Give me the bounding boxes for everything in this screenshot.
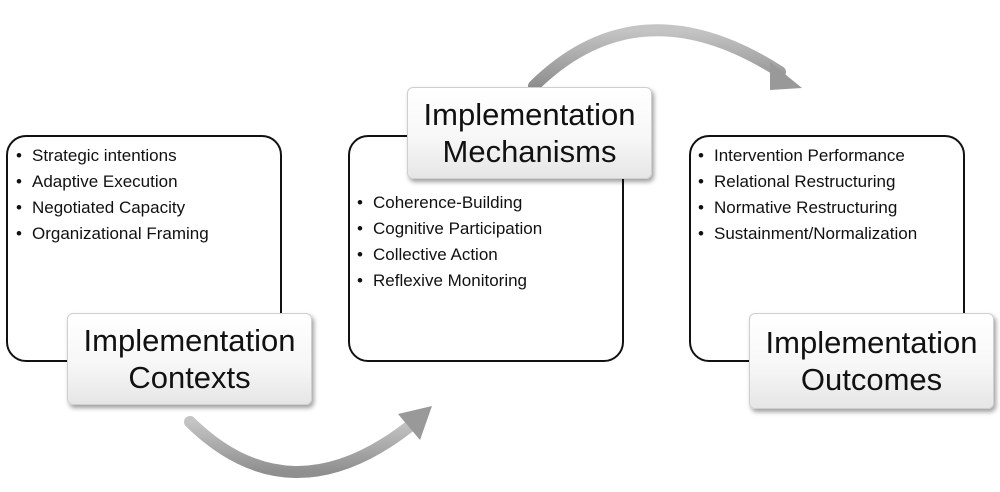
- list-item: Organizational Framing: [16, 221, 209, 247]
- outcomes-title-line2: Outcomes: [800, 362, 943, 397]
- list-item: Coherence-Building: [357, 190, 542, 216]
- curved-arrow-icon: [528, 24, 802, 92]
- list-item: Relational Restructuring: [698, 169, 917, 195]
- list-item: Strategic intentions: [16, 143, 209, 169]
- list-item: Negotiated Capacity: [16, 195, 209, 221]
- contexts-list: Strategic intentions Adaptive Execution …: [16, 143, 209, 247]
- curved-arrow-icon: [184, 406, 432, 478]
- list-item: Cognitive Participation: [357, 216, 542, 242]
- list-item: Adaptive Execution: [16, 169, 209, 195]
- mechanisms-list: Coherence-Building Cognitive Participati…: [357, 190, 542, 294]
- list-item: Collective Action: [357, 242, 542, 268]
- list-item: Intervention Performance: [698, 143, 917, 169]
- mechanisms-title-line1: Implementation: [423, 97, 636, 132]
- list-item: Sustainment/Normalization: [698, 221, 917, 247]
- contexts-title-line2: Contexts: [128, 360, 251, 395]
- mechanisms-title: Implementation Mechanisms: [407, 87, 652, 179]
- contexts-title-line1: Implementation: [83, 323, 296, 358]
- contexts-title: Implementation Contexts: [67, 313, 312, 405]
- outcomes-title-line1: Implementation: [765, 325, 978, 360]
- outcomes-title: Implementation Outcomes: [749, 313, 994, 409]
- list-item: Reflexive Monitoring: [357, 268, 542, 294]
- outcomes-list: Intervention Performance Relational Rest…: [698, 143, 917, 247]
- mechanisms-title-line2: Mechanisms: [442, 134, 617, 169]
- list-item: Normative Restructuring: [698, 195, 917, 221]
